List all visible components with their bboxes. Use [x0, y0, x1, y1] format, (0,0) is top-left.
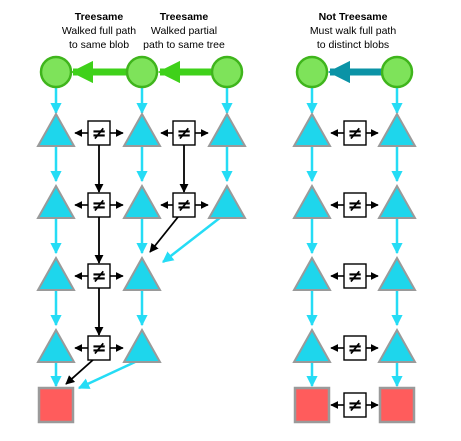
- not-equal-icon: ≠: [176, 123, 191, 144]
- compare-chain-arrows: [65, 145, 189, 385]
- tree-triangle: [36, 327, 76, 363]
- tree-triangle: [122, 255, 162, 291]
- caption-left-line2: to same blob: [69, 39, 129, 51]
- tree-triangle: [122, 327, 162, 363]
- caption-right-line1: Must walk full path: [310, 25, 397, 37]
- not-equal-icon: ≠: [176, 195, 191, 216]
- neq-box: ≠: [172, 120, 196, 146]
- not-equal-icon: ≠: [347, 195, 362, 216]
- caption-left-title: Treesame: [75, 11, 124, 23]
- neq-box-frame: [87, 263, 111, 289]
- chain-arrow: [149, 216, 179, 253]
- commit-circle: [210, 55, 244, 89]
- neq-box-frame: [172, 120, 196, 146]
- not-equal-icon: ≠: [347, 123, 362, 144]
- caption-right-line2: to distinct blobs: [317, 39, 389, 51]
- not-equal-icon: ≠: [347, 266, 362, 287]
- neq-box: ≠: [172, 192, 196, 218]
- not-equal-icon: ≠: [91, 195, 106, 216]
- tree-triangle: [122, 111, 162, 147]
- caption-middle-line1: Walked partial: [151, 25, 217, 37]
- not-equal-icon: ≠: [91, 338, 106, 359]
- tree-triangle: [377, 183, 417, 219]
- neq-box: ≠: [87, 263, 111, 289]
- tree-triangle: [36, 111, 76, 147]
- tree-triangle: [377, 111, 417, 147]
- not-equal-icon: ≠: [347, 395, 362, 416]
- commit-circle: [380, 55, 414, 89]
- neq-box-frame: [87, 120, 111, 146]
- tree-triangle: [122, 183, 162, 219]
- neq-box-frame: [87, 335, 111, 361]
- blobs: [37, 386, 416, 424]
- blob-square: [378, 386, 416, 424]
- blob-square: [293, 386, 331, 424]
- neq-box: ≠: [343, 335, 367, 361]
- neq-box-frame: [343, 263, 367, 289]
- neq-box-frame: [343, 192, 367, 218]
- link-mid-t4-left-blob: [77, 360, 136, 390]
- blob-square: [37, 386, 75, 424]
- neq-box-frame: [343, 335, 367, 361]
- compare-arrows: [74, 129, 379, 409]
- chain-arrow: [65, 358, 95, 385]
- caption-middle-title: Treesame: [160, 11, 209, 23]
- tree-triangle: [36, 183, 76, 219]
- neq-box-frame: [343, 120, 367, 146]
- tree-triangle: [377, 255, 417, 291]
- commits: [39, 55, 414, 89]
- caption-right: Not Treesame Must walk full path to dist…: [310, 11, 397, 51]
- neq-box: ≠: [343, 392, 367, 418]
- caption-middle-line2: path to same tree: [143, 39, 225, 51]
- neq-box: ≠: [343, 120, 367, 146]
- tree-triangle: [207, 111, 247, 147]
- tree-triangle: [292, 255, 332, 291]
- commit-circle: [125, 55, 159, 89]
- commit-circle: [295, 55, 329, 89]
- caption-left: Treesame Walked full path to same blob: [62, 11, 136, 51]
- neq-box: ≠: [343, 263, 367, 289]
- neq-box: ≠: [343, 192, 367, 218]
- cyan-links: [50, 88, 403, 390]
- not-equal-icon: ≠: [91, 266, 106, 287]
- tree-triangle: [292, 111, 332, 147]
- neq-box-frame: [343, 392, 367, 418]
- neq-box: ≠: [87, 120, 111, 146]
- tree-triangle: [292, 183, 332, 219]
- not-equal-icon: ≠: [347, 338, 362, 359]
- neq-box: ≠: [87, 335, 111, 361]
- caption-right-title: Not Treesame: [319, 11, 388, 23]
- tree-triangle: [292, 327, 332, 363]
- not-equal-icon: ≠: [91, 123, 106, 144]
- caption-middle: Treesame Walked partial path to same tre…: [143, 11, 225, 51]
- neq-box-frame: [172, 192, 196, 218]
- neq-box-frame: [87, 192, 111, 218]
- tree-triangle: [377, 327, 417, 363]
- compare-boxes: ≠ ≠ ≠ ≠ ≠ ≠ ≠ ≠: [87, 120, 367, 418]
- tree-triangle: [207, 183, 247, 219]
- trees: [36, 111, 417, 363]
- caption-left-line1: Walked full path: [62, 25, 136, 37]
- neq-box: ≠: [87, 192, 111, 218]
- link-third-t2-mid-t3: [162, 216, 222, 263]
- commit-circle: [39, 55, 73, 89]
- tree-triangle: [36, 255, 76, 291]
